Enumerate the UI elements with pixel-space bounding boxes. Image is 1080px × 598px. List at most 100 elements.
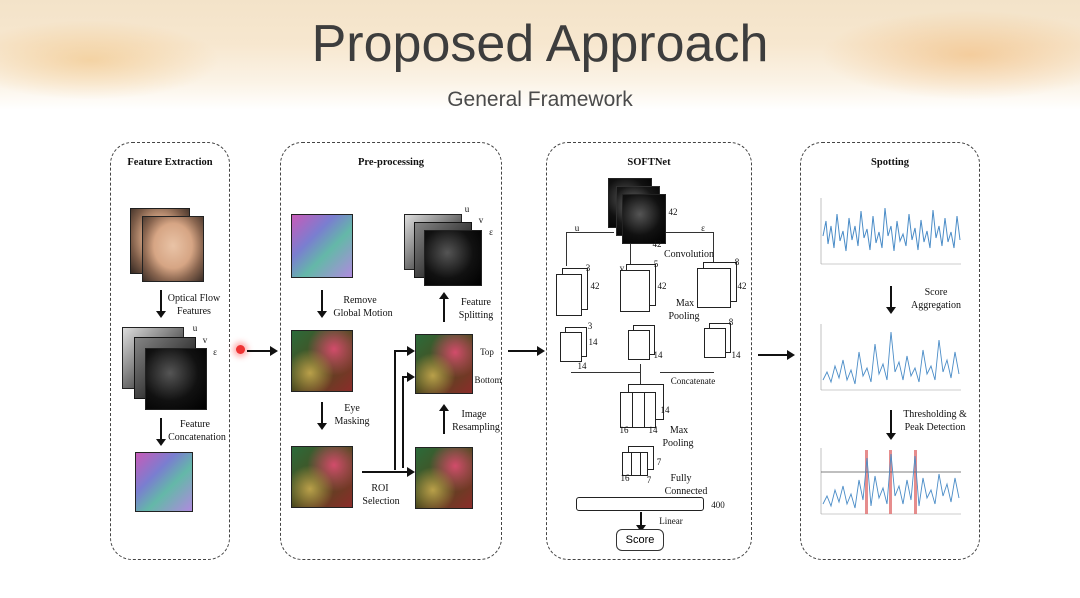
dim-42: 42 [668, 207, 678, 217]
arrow-right [394, 346, 415, 356]
conv-block-2 [620, 270, 650, 312]
arrow-up [439, 404, 449, 434]
label-selection: Selection [362, 496, 400, 507]
label-pooling: Pooling [668, 311, 700, 322]
label-global-motion: Global Motion [333, 308, 393, 319]
slide-title: Proposed Approach [311, 15, 769, 73]
dim-7: 7 [646, 475, 652, 485]
label-masking: Masking [334, 416, 370, 427]
label-v: v [478, 215, 484, 225]
connector-line [713, 232, 714, 262]
dim-14: 14 [588, 337, 598, 347]
raw-score-plot [820, 198, 961, 265]
connector-line [666, 232, 714, 233]
arrow-up [439, 292, 449, 322]
arrow-right [402, 372, 415, 382]
label-top: Top [480, 347, 494, 357]
pool-block-3 [704, 328, 726, 358]
label-features: Features [177, 306, 211, 317]
connector-line [402, 376, 404, 468]
dim-14: 14 [660, 405, 670, 415]
dim-5: 5 [653, 259, 659, 269]
dim-400: 400 [711, 500, 725, 510]
arrow-down [886, 410, 896, 440]
panel-spotting: Spotting [800, 142, 980, 560]
arrow-right [247, 346, 278, 356]
thresholded-peak-plot [820, 448, 961, 515]
panel-title: SOFTNet [627, 157, 671, 168]
dim-42: 42 [737, 281, 747, 291]
label-remove: Remove [343, 295, 377, 306]
label-bottom: Bottom [474, 375, 502, 385]
label-connected: Connected [664, 486, 708, 497]
resampled-image [415, 334, 473, 394]
score-output: Score [616, 529, 664, 551]
concat-block [620, 392, 656, 428]
label-resampling: Resampling [452, 422, 500, 433]
face-image [142, 216, 204, 282]
dim-14: 14 [648, 425, 658, 435]
label-u: u [574, 223, 580, 233]
pool-block-1 [560, 332, 582, 362]
connector-line [571, 372, 641, 373]
label-v: v [202, 335, 208, 345]
panel-title: Spotting [871, 157, 909, 168]
concatenated-flow-image [135, 452, 193, 512]
arrow-right [362, 467, 415, 477]
connector-line [566, 232, 567, 266]
global-motion-removed-image [291, 330, 353, 392]
decorative-glow [0, 20, 220, 100]
panel-title: Pre-processing [357, 157, 425, 168]
connector-line [394, 350, 396, 470]
dim-16: 16 [619, 425, 629, 435]
pool-block-2 [628, 330, 650, 360]
arrow-down [317, 402, 327, 430]
label-convolution: Convolution [663, 249, 714, 260]
connector-line [630, 244, 631, 266]
pooled-block [622, 452, 648, 476]
label-splitting: Splitting [458, 310, 494, 321]
dim-3: 3 [585, 263, 591, 273]
arrow-down [156, 418, 166, 446]
dim-14: 14 [577, 361, 587, 371]
label-feature: Feature [180, 419, 210, 430]
label-u: u [464, 204, 470, 214]
arrow-right [758, 350, 795, 360]
laser-pointer-dot [236, 345, 245, 354]
dim-42: 42 [652, 239, 662, 249]
dim-8: 8 [734, 257, 740, 267]
label-pooling: Pooling [662, 438, 694, 449]
panel-softnet: SOFTNet [546, 142, 752, 560]
flow-image-e [145, 348, 207, 410]
dim-42: 42 [590, 281, 600, 291]
conv-block-3 [697, 268, 731, 308]
slide-subtitle: General Framework [447, 88, 633, 111]
dim-42: 42 [657, 281, 667, 291]
arrow-right [508, 346, 545, 356]
arrow-down [886, 286, 896, 314]
label-fully: Fully [670, 473, 692, 484]
dim-14: 14 [653, 350, 663, 360]
label-image: Image [461, 409, 487, 420]
label-v: v [619, 263, 625, 273]
connector-line [640, 364, 641, 386]
label-peak-detection: Peak Detection [904, 422, 966, 433]
connector-line [660, 372, 714, 373]
arrow-down [636, 512, 646, 532]
label-u: u [192, 323, 198, 333]
panel-feature-extraction: Feature Extraction [110, 142, 230, 560]
label-e: ε [489, 227, 493, 237]
arrow-down [317, 290, 327, 318]
conv-block-1 [556, 274, 582, 316]
label-max: Max [669, 425, 689, 436]
label-e: ε [701, 223, 705, 233]
eye-masked-image [291, 446, 353, 508]
label-e: ε [213, 347, 217, 357]
label-eye: Eye [344, 403, 360, 414]
arrow-down [156, 290, 166, 318]
label-thresholding: Thresholding & [903, 409, 967, 420]
label-concatenate: Concatenate [670, 376, 716, 386]
dim-16: 16 [620, 473, 630, 483]
label-aggregation: Aggregation [911, 300, 961, 311]
dim-3: 3 [587, 321, 593, 331]
